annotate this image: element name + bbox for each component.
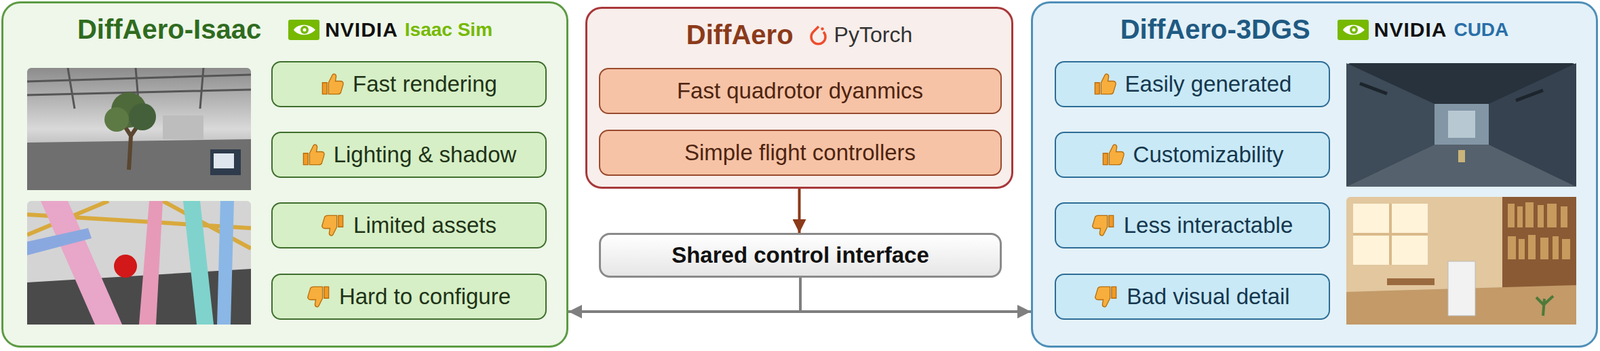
library-render: [1346, 196, 1577, 325]
connector-arrow: [800, 277, 1031, 312]
brand-name: NVIDIA: [1374, 18, 1448, 42]
thumbs-up-icon: [1100, 142, 1126, 167]
nvidia-logo: [1337, 19, 1369, 41]
feature-pill: Simple flight controllers: [598, 129, 1002, 176]
corridor-render: [1346, 63, 1577, 187]
thumbs-down-icon: [306, 284, 331, 309]
panel-header: DiffAero-Isaac NVIDIAIsaac Sim: [3, 14, 567, 45]
pill-label: Bad visual detail: [1126, 283, 1290, 310]
pill-label: Easily generated: [1125, 71, 1293, 97]
feature-pill: Lighting & shadow: [271, 131, 547, 178]
pytorch-logo: [808, 23, 829, 48]
feature-pill: Fast rendering: [271, 61, 547, 108]
feature-pill: Customizability: [1054, 131, 1331, 178]
pill-label: Less interactable: [1123, 212, 1293, 239]
thumbs-up-icon: [1092, 71, 1118, 97]
pill-label: Customizability: [1133, 141, 1284, 168]
interface-box: Shared control interface: [598, 232, 1002, 278]
interface-label: Shared control interface: [671, 242, 930, 268]
thumbs-up-icon: [301, 142, 326, 167]
feature-pill: Easily generated: [1054, 61, 1331, 108]
panel-header: DiffAero-3DGS NVIDIACUDA: [1032, 14, 1596, 45]
pill-label: Lighting & shadow: [333, 141, 517, 168]
connector-arrow: [798, 188, 802, 233]
core-panel: DiffAero PyTorchFast quadrotor dyanmicsSi…: [585, 6, 1014, 189]
pill-label: Limited assets: [353, 212, 497, 239]
pill-label: Hard to configure: [339, 283, 511, 310]
feature-pill: Bad visual detail: [1054, 273, 1331, 320]
feature-pill: Hard to configure: [271, 273, 547, 320]
thumbs-down-icon: [1091, 212, 1116, 238]
warehouse-render: [27, 67, 251, 190]
obstacle-render: [27, 200, 251, 325]
pill-label: Fast quadrotor dyanmics: [676, 77, 924, 104]
product-name: CUDA: [1453, 18, 1509, 41]
thumbs-down-icon: [320, 212, 346, 238]
product-name: Isaac Sim: [404, 18, 493, 41]
feature-pill: Limited assets: [271, 202, 547, 249]
feature-pill: Less interactable: [1054, 202, 1331, 249]
pill-label: Simple flight controllers: [684, 139, 916, 166]
connector-arrow: [568, 277, 801, 312]
feature-pill: Fast quadrotor dyanmics: [598, 67, 1002, 114]
panel-header: DiffAero PyTorch: [587, 19, 1012, 51]
panel-title: DiffAero-Isaac: [77, 14, 262, 45]
pill-label: Fast rendering: [352, 71, 498, 97]
panel-title: DiffAero-3DGS: [1120, 14, 1311, 45]
thumbs-down-icon: [1094, 284, 1119, 309]
nvidia-logo: [288, 19, 320, 41]
brand-name: NVIDIA: [324, 18, 399, 42]
framework-name: PyTorch: [834, 22, 913, 48]
panel-title: DiffAero: [686, 19, 794, 51]
thumbs-up-icon: [320, 71, 345, 97]
